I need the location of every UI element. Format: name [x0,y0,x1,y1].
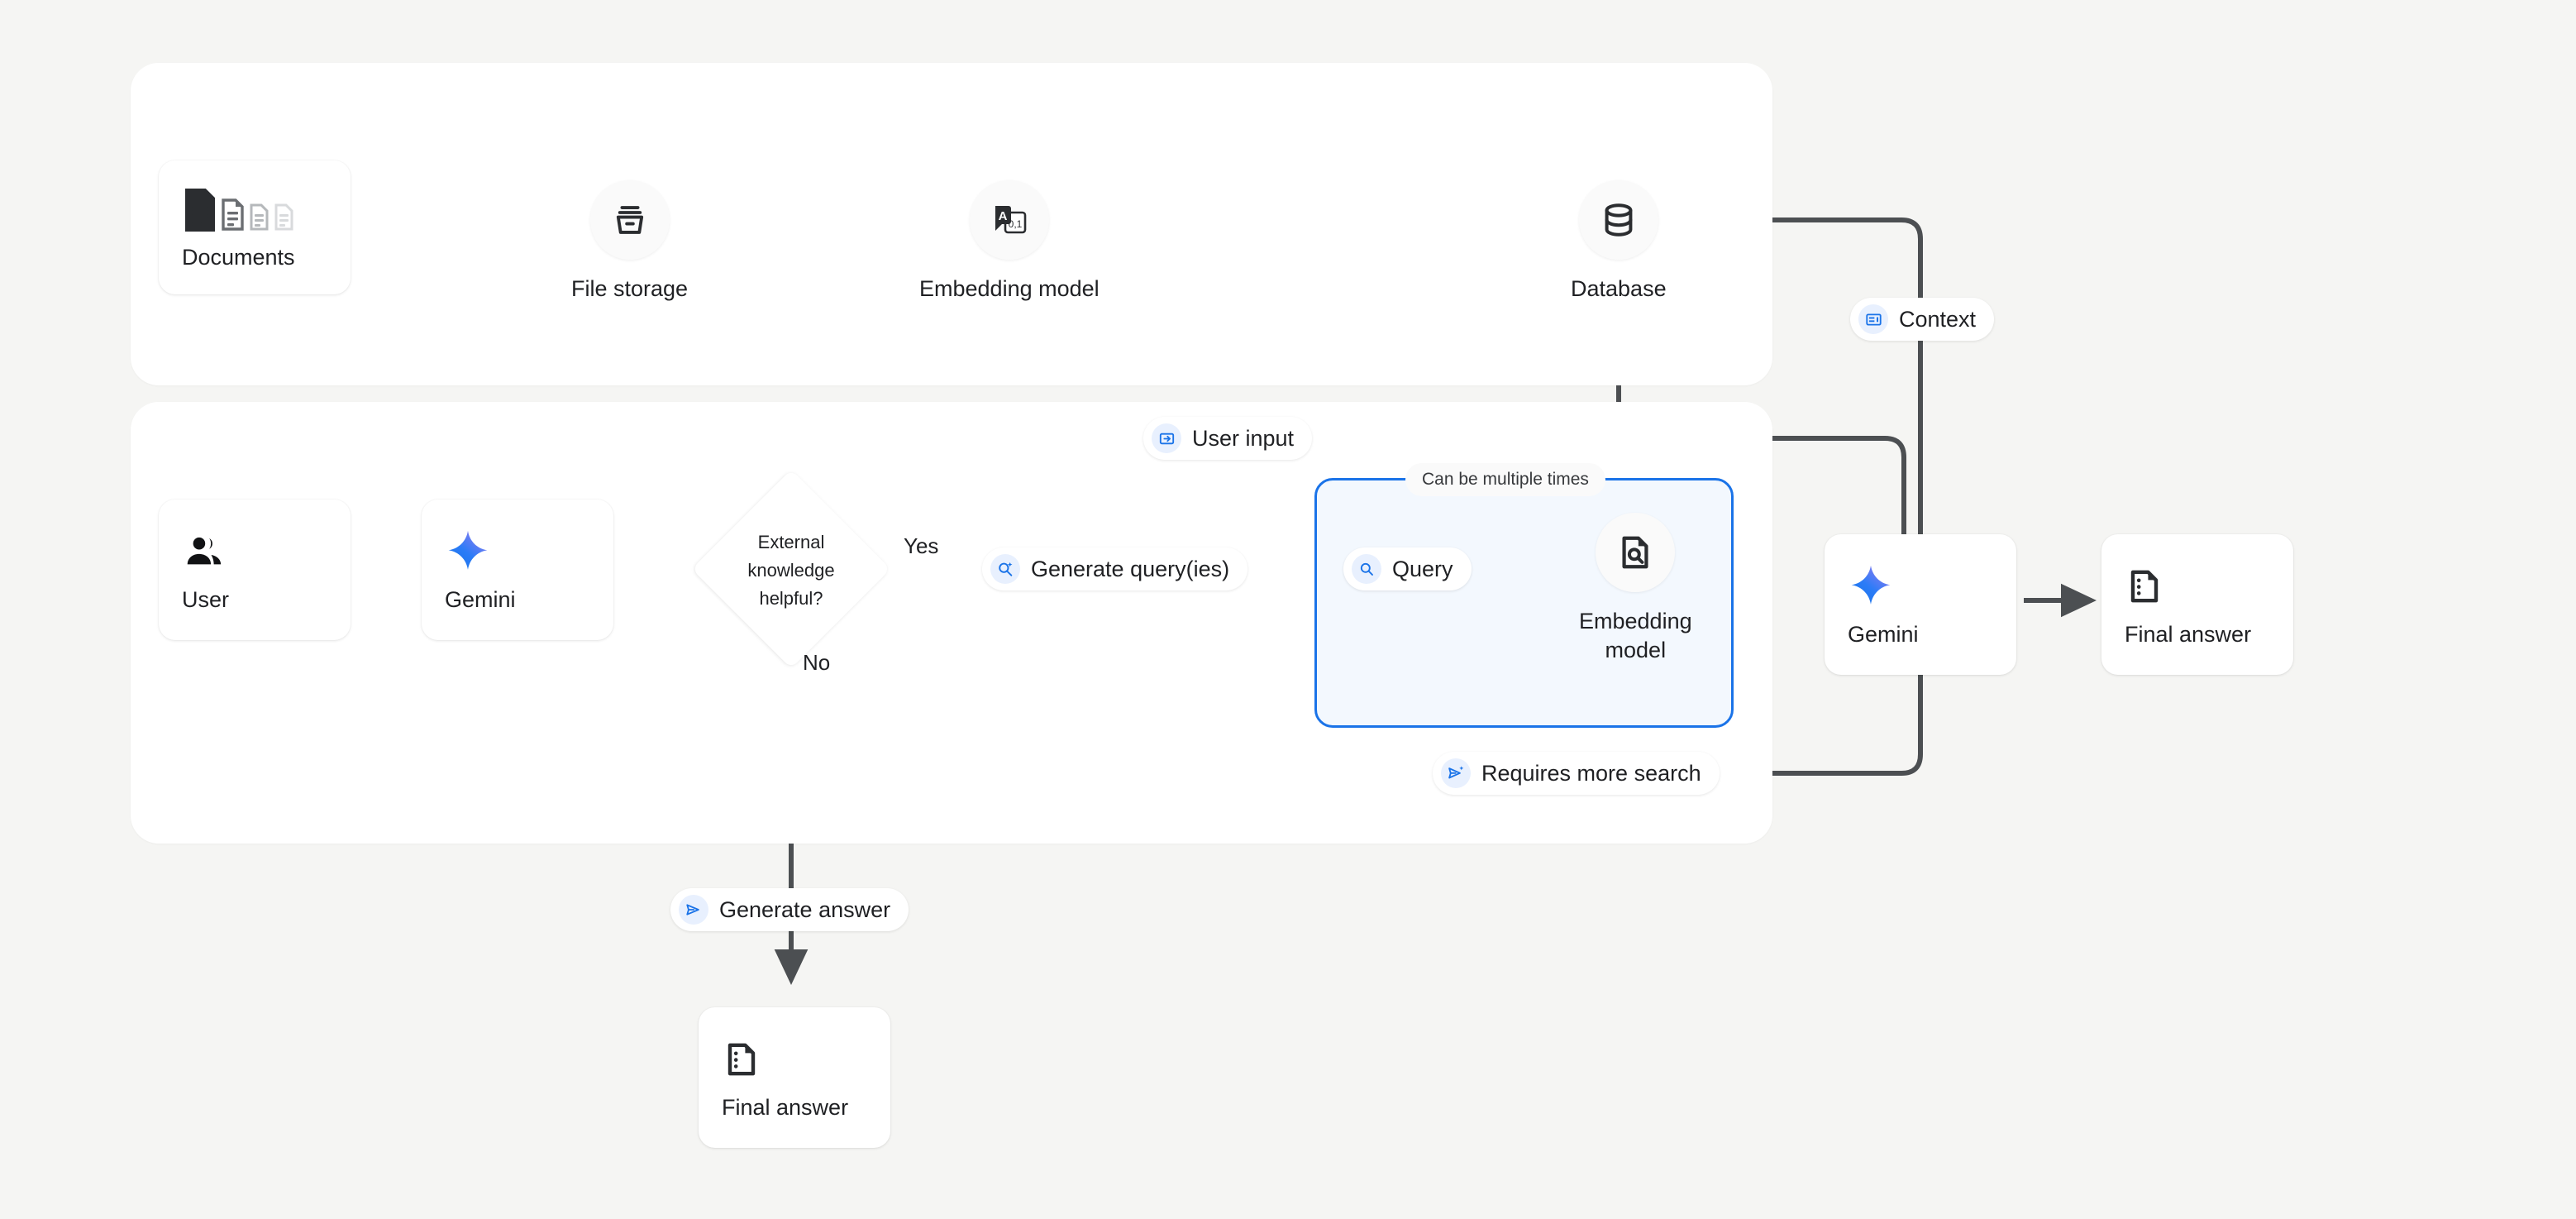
node-gemini-left[interactable]: Gemini [422,500,613,640]
gemini-right-label: Gemini [1848,622,2016,648]
final-answer-right-label: Final answer [2125,622,2293,648]
context-article-icon [1858,304,1888,334]
document-search-icon [1596,513,1675,592]
node-embedding-model-index[interactable]: 0,1 A Embedding model [919,180,1100,304]
search-icon [1352,554,1381,584]
node-gemini-right[interactable]: Gemini [1825,534,2016,675]
final-answer-bottom-label: Final answer [722,1095,890,1121]
node-final-answer-bottom[interactable]: Final answer [699,1007,890,1148]
context-chip[interactable]: Context [1850,298,1994,341]
query-chip-label: Query [1392,557,1453,582]
requires-more-search-chip[interactable]: Requires more search [1433,752,1720,795]
node-database[interactable]: Database [1571,180,1667,304]
generate-queries-label: Generate query(ies) [1031,557,1229,582]
requires-more-search-label: Requires more search [1481,761,1701,786]
context-chip-label: Context [1899,307,1976,332]
svg-text:A: A [998,209,1007,223]
branch-no-label: No [803,650,830,676]
answer-document-icon [722,1035,890,1083]
generate-answer-chip[interactable]: Generate answer [670,888,909,931]
decision-label: External knowledge helpful? [717,528,866,613]
node-user[interactable]: User [159,500,351,640]
gemini-sparkle-icon [1848,562,2016,610]
translate-embedding-icon: 0,1 A [970,180,1049,260]
embedding-model-label-index: Embedding model [919,275,1100,304]
input-arrow-icon [1152,423,1181,453]
user-input-chip-label: User input [1192,426,1294,452]
file-storage-icon [590,180,670,260]
database-icon [1579,180,1658,260]
answer-document-icon [2125,562,2293,610]
branch-yes-label: Yes [904,533,938,559]
gemini-sparkle-icon [445,528,613,576]
user-label: User [182,587,351,613]
user-input-chip[interactable]: User input [1143,417,1312,460]
node-embedding-model-loop[interactable]: Embedding model [1579,513,1692,664]
send-icon [679,895,708,925]
documents-label: Documents [182,245,351,270]
generate-answer-label: Generate answer [719,897,890,923]
node-documents[interactable]: Documents [159,160,351,294]
user-group-icon [182,528,351,576]
file-storage-label: File storage [571,275,688,304]
node-file-storage[interactable]: File storage [571,180,688,304]
generate-queries-chip[interactable]: Generate query(ies) [982,547,1247,590]
search-sparkle-icon [990,554,1020,584]
embedding-model-loop-label: Embedding model [1579,607,1692,664]
send-sparkle-icon [1441,758,1471,788]
database-label: Database [1571,275,1667,304]
gemini-left-label: Gemini [445,587,613,613]
documents-icon [182,185,351,233]
node-final-answer-right[interactable]: Final answer [2101,534,2293,675]
loop-note-chip: Can be multiple times [1405,463,1605,496]
query-chip[interactable]: Query [1343,547,1472,590]
